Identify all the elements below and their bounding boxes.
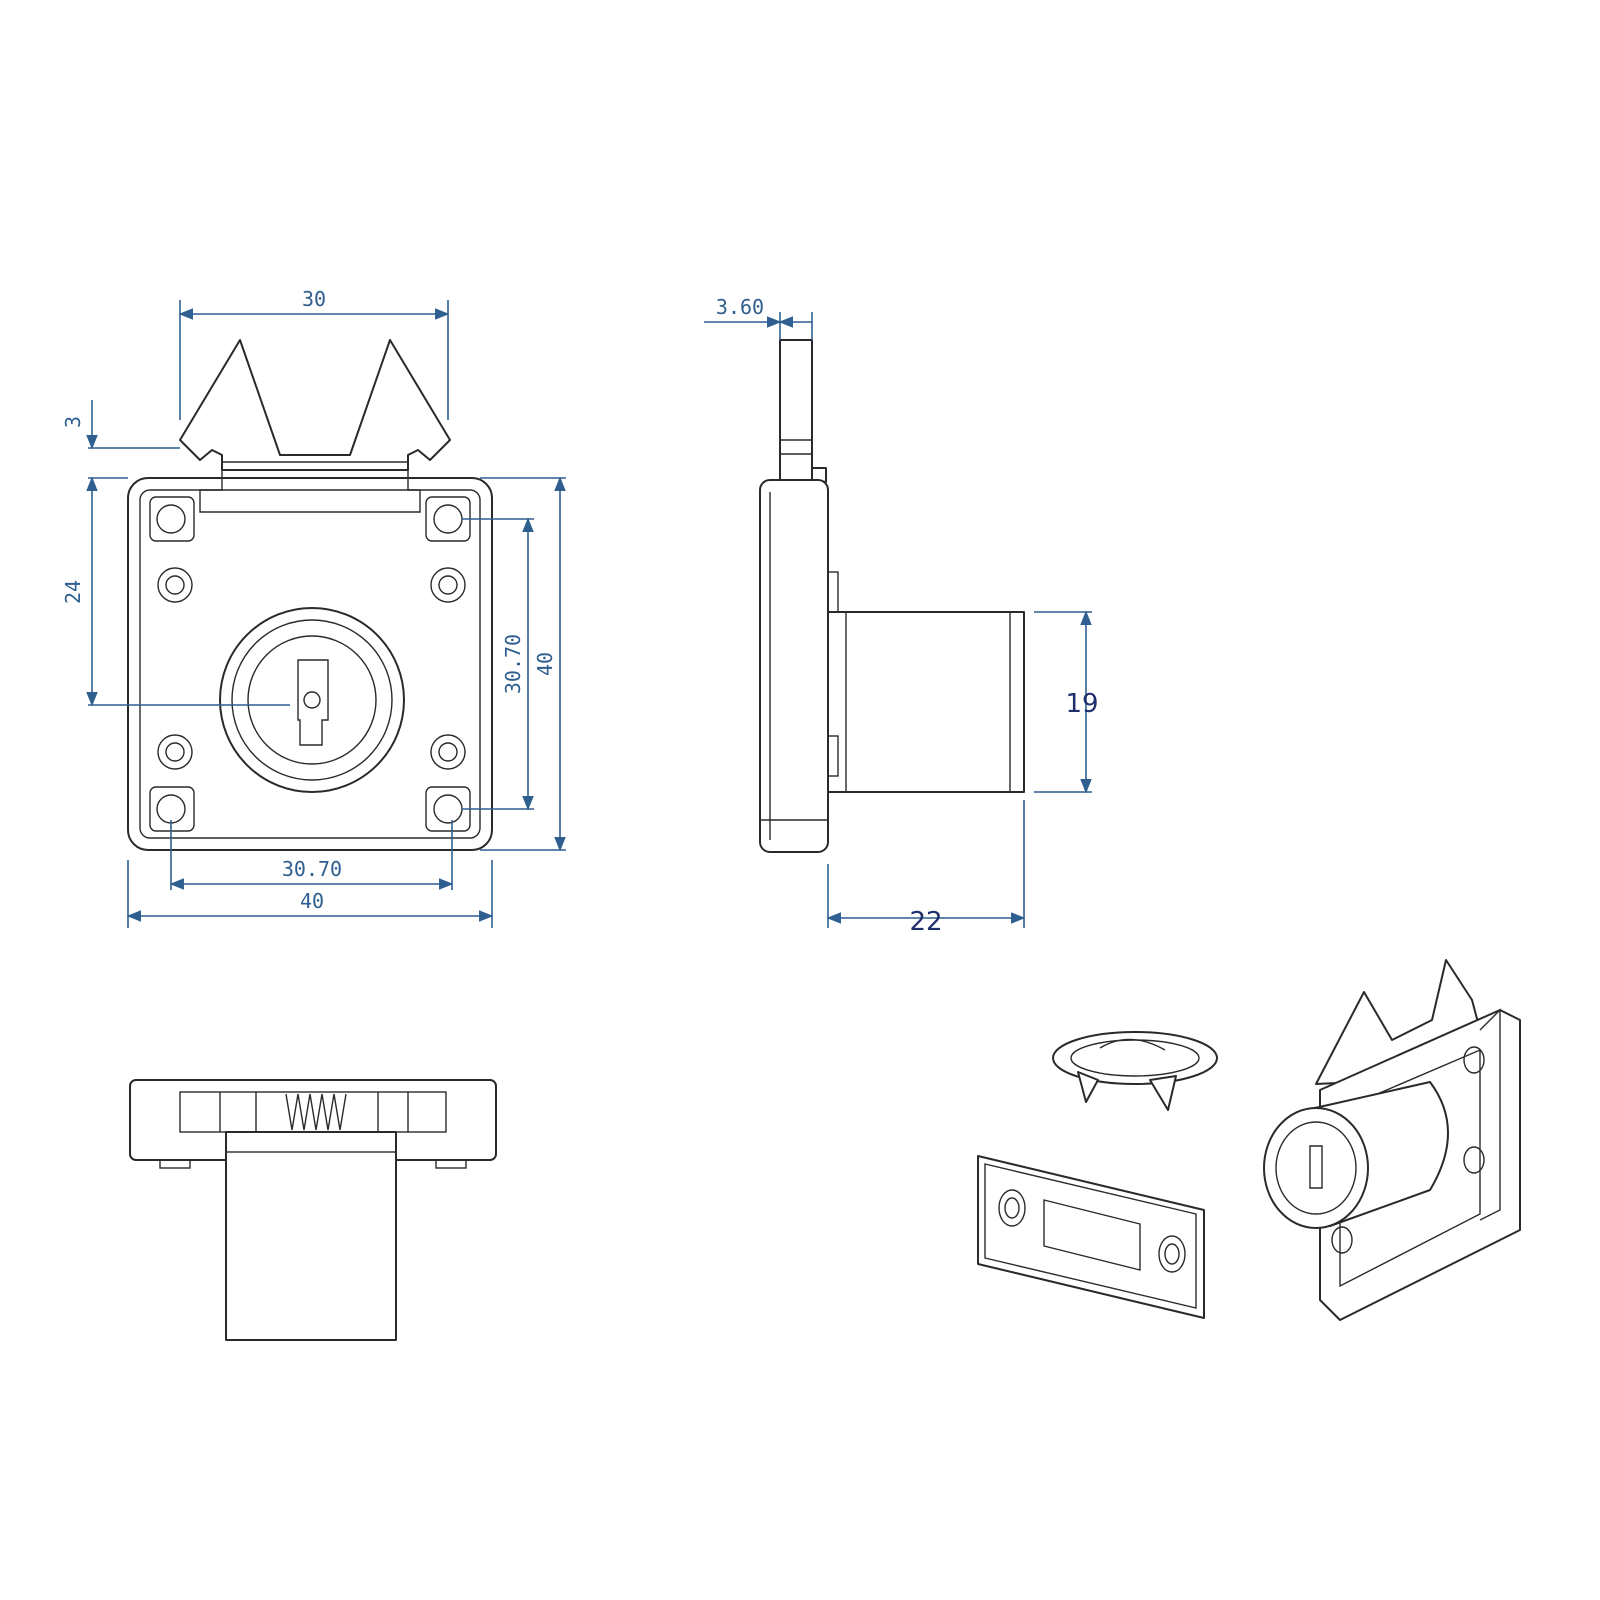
front-latch-hooks xyxy=(179,339,451,471)
keyhole-cylinder xyxy=(219,607,405,793)
side-view xyxy=(759,339,1025,853)
dim-front-top-width: 30 xyxy=(302,287,326,311)
dim-front-vertical-24: 24 xyxy=(61,580,85,604)
dim-side-bolt-thickness: 3.60 xyxy=(716,295,764,319)
rosette-ring xyxy=(1052,1031,1218,1111)
front-body-inner xyxy=(139,489,481,839)
front-view xyxy=(127,339,493,851)
dim-front-tab-height: 3 xyxy=(61,416,85,428)
side-view-dimensions: 3.60 19 22 xyxy=(704,295,1099,937)
dim-front-overall-height: 40 xyxy=(533,652,557,676)
corner-hole-top-left-circle xyxy=(156,504,186,534)
dim-front-hole-pitch-horizontal: 30.70 xyxy=(282,857,342,881)
front-view-dimensions: 30 3 24 30.70 40 30.70 40 xyxy=(61,287,566,928)
corner-hole-bottom-left xyxy=(149,786,195,832)
front-top-plate xyxy=(199,461,421,513)
side-cylinder xyxy=(827,611,1025,793)
top-view-cylinder xyxy=(225,1131,397,1341)
corner-hole-top-left xyxy=(149,496,195,542)
dim-side-cylinder-diameter: 19 xyxy=(1065,689,1098,719)
dim-side-cylinder-length: 22 xyxy=(909,907,942,937)
lock-isometric-view xyxy=(1263,959,1521,1321)
top-view-spring xyxy=(285,1093,347,1131)
side-bolt xyxy=(779,339,813,481)
dim-front-hole-pitch-vertical: 30.70 xyxy=(501,634,525,694)
top-view xyxy=(129,1079,497,1341)
dim-front-overall-width: 40 xyxy=(300,889,324,913)
screw-holes xyxy=(157,567,466,770)
strike-plate xyxy=(977,1155,1205,1319)
